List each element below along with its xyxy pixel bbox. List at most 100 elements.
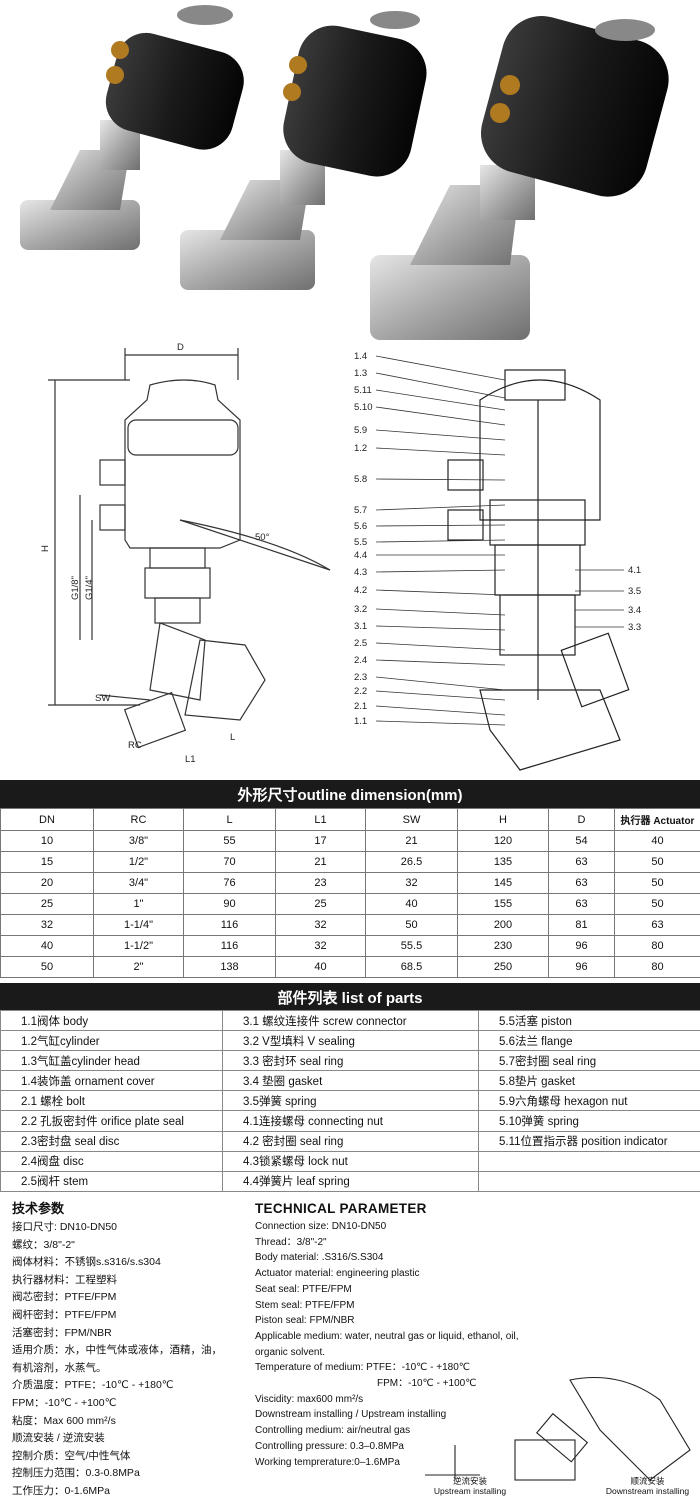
dimension-cell: 15 <box>0 851 94 873</box>
part-label: 1.3 <box>354 368 367 379</box>
part-label: 3.1 <box>354 621 367 632</box>
dimension-cell: 25 <box>0 893 94 915</box>
tech-line: FPM：-10℃ - +100℃ <box>12 1396 117 1409</box>
part-leader <box>375 355 506 381</box>
tech-line: 阀芯密封：PTFE/FPM <box>12 1291 117 1304</box>
part-label: 5.5 <box>354 537 367 548</box>
parts-cell: 1.3气缸盖cylinder head <box>0 1050 223 1072</box>
dimension-cell: 135 <box>457 851 549 873</box>
dimension-table-title: 外形尺寸outline dimension(mm) <box>0 780 700 808</box>
part-label: 5.7 <box>354 505 367 516</box>
part-label: 2.5 <box>354 638 367 649</box>
dim-D: D <box>177 342 184 353</box>
dimension-cell: 68.5 <box>365 956 458 978</box>
tech-line: Viscidity: max600 mm²/s <box>255 1393 364 1405</box>
dimension-cell: 50 <box>0 956 94 978</box>
dimension-cell: 1" <box>93 893 184 915</box>
parts-cell: 3.2 V型填料 V sealing <box>222 1030 479 1052</box>
tech-line: 有机溶剂，水蒸气。 <box>12 1361 107 1374</box>
valve-photo-medium <box>180 11 427 290</box>
dimension-cell: 250 <box>457 956 549 978</box>
dimension-cell: 80 <box>614 956 700 978</box>
dimension-cell: 96 <box>548 956 615 978</box>
parts-cell: 5.10弹簧 spring <box>478 1110 700 1132</box>
dimension-cell: 116 <box>183 914 276 936</box>
dimension-cell: 1/2" <box>93 851 184 873</box>
dimension-cell: 1-1/4" <box>93 914 184 936</box>
parts-cell: 3.3 密封环 seal ring <box>222 1050 479 1072</box>
part-leader <box>375 720 506 726</box>
part-leader <box>375 406 506 426</box>
dimension-header-cell: L <box>183 808 276 831</box>
parts-cell: 2.4阀盘 disc <box>0 1150 223 1172</box>
part-leader <box>375 504 506 511</box>
part-leader <box>375 372 506 399</box>
parts-cell: 1.2气缸cylinder <box>0 1030 223 1052</box>
dimension-cell: 25 <box>275 893 366 915</box>
tech-line: 接口尺寸: DN10-DN50 <box>12 1221 118 1233</box>
dimension-cell: 17 <box>275 830 366 852</box>
part-leader <box>375 642 506 651</box>
tech-line: 介质温度：PTFE：-10℃ - +180℃ <box>12 1379 174 1392</box>
dimension-cell: 120 <box>457 830 549 852</box>
part-label: 2.1 <box>354 701 367 712</box>
parts-cell: 4.3锁紧螺母 lock nut <box>222 1150 479 1172</box>
dimension-cell: 50 <box>614 893 700 915</box>
dimension-cell: 81 <box>548 914 615 936</box>
tech-line: organic solvent. <box>255 1346 326 1358</box>
dimension-cell: 40 <box>275 956 366 978</box>
dimension-cell: 23 <box>275 872 366 894</box>
part-leader <box>375 676 506 691</box>
part-label: 3.3 <box>628 622 641 633</box>
dimension-header-cell: 执行器 Actuator <box>614 808 700 831</box>
part-label: 1.1 <box>354 716 367 727</box>
dimension-cell: 1-1/2" <box>93 935 184 957</box>
tech-line: 阀杆密封：PTFE/FPM <box>12 1308 117 1321</box>
parts-cell: 3.4 垫圈 gasket <box>222 1070 479 1092</box>
parts-cell: 1.4装饰盖 ornament cover <box>0 1070 223 1092</box>
tech-line: Actuator material: engineering plastic <box>255 1268 420 1280</box>
part-label: 3.5 <box>628 586 641 597</box>
tech-line: 控制介质：空气/中性气体 <box>12 1449 131 1462</box>
parts-cell: 2.1 螺栓 bolt <box>0 1090 223 1112</box>
install-direction-drawing <box>425 1377 691 1481</box>
dimension-cell: 40 <box>614 830 700 852</box>
part-label: 5.6 <box>354 521 367 532</box>
tech-line: 螺纹：3/8"-2" <box>12 1238 75 1251</box>
tech-line: Stem seal: PTFE/FPM <box>255 1299 355 1311</box>
part-label: 3.2 <box>354 604 367 615</box>
part-leader <box>375 389 506 411</box>
dim-G14: G1/4" <box>84 576 95 600</box>
dimension-cell: 3/4" <box>93 872 184 894</box>
parts-cell: 5.5活塞 piston <box>478 1009 700 1032</box>
tech-line: Controlling medium: air/neutral gas <box>255 1425 411 1437</box>
parts-cell <box>478 1150 700 1172</box>
part-label: 1.2 <box>354 443 367 454</box>
dimension-cell: 63 <box>548 893 615 915</box>
dim-angle: 50° <box>255 532 270 543</box>
tech-line: Downstream installing / Upstream install… <box>255 1409 447 1421</box>
part-label: 5.10 <box>354 402 373 413</box>
part-label: 2.4 <box>354 655 367 666</box>
tech-line: Piston seal: FPM/NBR <box>255 1315 355 1327</box>
dimension-cell: 55 <box>183 830 276 852</box>
dimension-cell: 40 <box>365 893 458 915</box>
dim-RC: RC <box>128 740 142 751</box>
tech-en-title: TECHNICAL PARAMETER <box>255 1201 427 1216</box>
part-leader <box>375 524 506 527</box>
